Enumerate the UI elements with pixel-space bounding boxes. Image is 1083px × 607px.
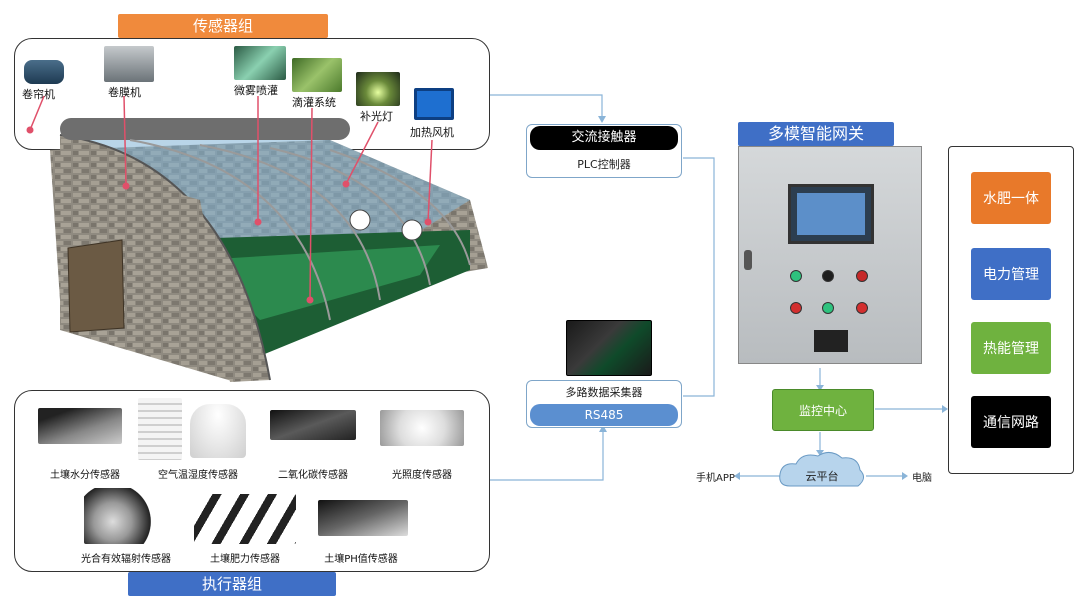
soil-moisture-sensor-icon	[38, 408, 122, 444]
par-sensor-icon	[84, 488, 166, 544]
monitor-center-box: 监控中心	[772, 389, 874, 431]
actuator-label-6: 土壤PH值传感器	[324, 554, 398, 565]
mist-spray-photo	[234, 46, 286, 80]
indicator-red-light	[856, 270, 868, 282]
phone-app-label: 手机APP	[696, 473, 735, 484]
air-temp-humidity-sensor-icon-2	[190, 404, 246, 458]
light-sensor-icon	[380, 410, 464, 446]
sensor-label-5: 加热风机	[410, 126, 454, 139]
sensor-label-2: 微雾喷灌	[234, 84, 278, 97]
actuator-group-title: 执行器组	[128, 572, 336, 596]
roller-blind-motor-icon	[24, 60, 64, 84]
service-side-panel	[948, 146, 1074, 474]
power-management-button[interactable]: 电力管理	[971, 248, 1051, 300]
cabinet-nameplate	[814, 330, 848, 352]
data-collector-board-icon	[566, 320, 652, 376]
stop-button[interactable]	[790, 302, 802, 314]
sensor-label-1: 卷膜机	[108, 86, 141, 99]
rs485-label: RS485	[530, 404, 678, 426]
heater-fan-icon	[414, 88, 454, 120]
soil-fertility-sensor-icon	[194, 494, 296, 544]
start-button[interactable]	[822, 302, 834, 314]
communication-network-button[interactable]: 通信网路	[971, 396, 1051, 448]
actuator-label-5: 土壤肥力传感器	[210, 554, 280, 565]
plc-controller-label: PLC控制器	[577, 158, 631, 171]
gateway-screen	[788, 184, 874, 244]
cloud-platform-label: 云平台	[805, 470, 839, 483]
gateway-cabinet	[738, 146, 922, 364]
gateway-title: 多模智能网关	[738, 122, 894, 146]
pc-label: 电脑	[912, 473, 932, 484]
soil-ph-sensor-icon	[318, 500, 408, 536]
indicator-green-light	[790, 270, 802, 282]
grow-light-photo	[356, 72, 400, 106]
actuator-label-4: 光合有效辐射传感器	[81, 554, 171, 565]
actuator-label-3: 光照度传感器	[392, 470, 452, 481]
data-collector-title: 多路数据采集器	[565, 386, 643, 399]
emergency-button[interactable]	[856, 302, 868, 314]
air-temp-humidity-sensor-icon	[138, 398, 182, 460]
thermal-management-button[interactable]: 热能管理	[971, 322, 1051, 374]
indicator-dark-light	[822, 270, 834, 282]
film-roller-motor-icon	[104, 46, 154, 82]
co2-sensor-icon	[270, 410, 356, 440]
sensor-label-4: 补光灯	[360, 110, 393, 123]
cabinet-lock-icon	[744, 250, 752, 270]
drip-irrigation-photo	[292, 58, 342, 92]
sensor-label-3: 滴灌系统	[292, 96, 336, 109]
actuator-label-2: 二氧化碳传感器	[278, 470, 348, 481]
sensor-group-title: 传感器组	[118, 14, 328, 38]
contactor-title: 交流接触器	[530, 126, 678, 150]
water-fertilizer-button[interactable]: 水肥一体	[971, 172, 1051, 224]
actuator-label-0: 土壤水分传感器	[50, 470, 120, 481]
actuator-label-1: 空气温湿度传感器	[158, 470, 238, 481]
sensor-label-0: 卷帘机	[22, 88, 55, 101]
